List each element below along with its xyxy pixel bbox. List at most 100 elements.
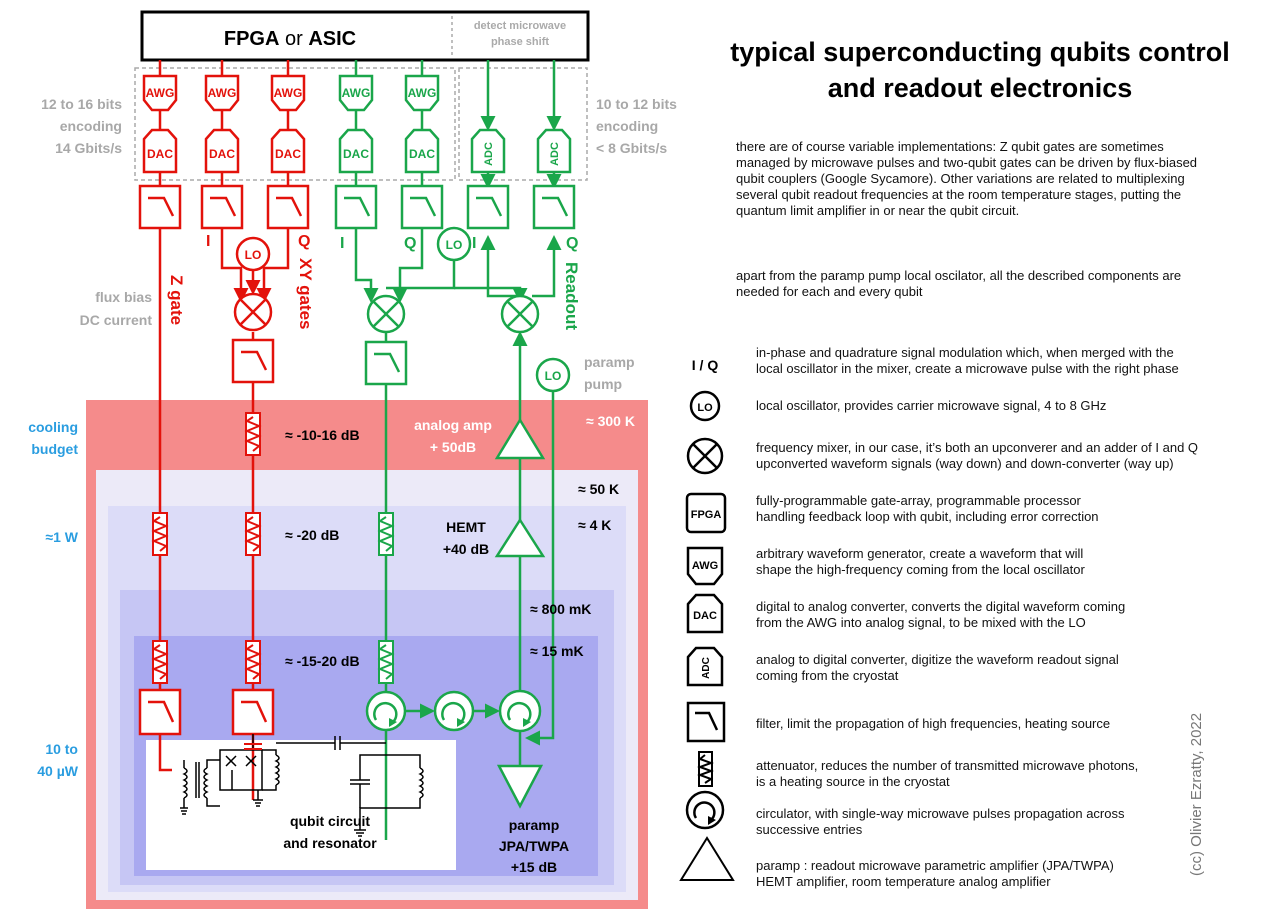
- qubit-circuit-area: [146, 740, 456, 870]
- awg-block-readout-i: AWG: [338, 74, 374, 112]
- phase-shift-note-2: phase shift: [491, 36, 549, 48]
- encoding-left-3: 14 Gbits/s: [55, 140, 122, 156]
- mixer-readout-up: [366, 294, 406, 334]
- local-oscillator-icon: LO: [689, 390, 721, 422]
- legend-dac-line-2: from the AWG into analog signal, to be m…: [756, 615, 1086, 630]
- encoding-left-1: 12 to 16 bits: [41, 96, 122, 112]
- mixer-control: [233, 292, 273, 332]
- svg-text:AWG: AWG: [342, 86, 371, 100]
- legend-filter-line-1: filter, limit the propagation of high fr…: [756, 716, 1111, 731]
- filter-adc-i: [466, 184, 510, 230]
- attenuator-xy-4k: [244, 512, 262, 556]
- legend-attenuator-line-2: is a heating source in the cryostat: [756, 774, 950, 789]
- legend-adc: analog to digital converter, digitize th…: [756, 652, 1276, 684]
- legend-mixer: frequency mixer, in our case, it’s both …: [756, 440, 1276, 472]
- cooling-budget-2: budget: [31, 441, 78, 457]
- amplifier-icon: [679, 836, 735, 881]
- legend-iq: in-phase and quadrature signal modulatio…: [756, 345, 1276, 377]
- label-i-control: I: [206, 233, 210, 250]
- attenuator-z-4k: [151, 512, 169, 556]
- legend-amplifier-line-1: paramp : readout microwave parametric am…: [756, 858, 1114, 873]
- svg-text:AWG: AWG: [146, 86, 175, 100]
- awg-block-q: AWG: [270, 74, 306, 112]
- attenuator-icon: [697, 751, 714, 787]
- temp-800mk: ≈ 800 mK: [530, 601, 591, 617]
- encoding-right-2: encoding: [596, 118, 658, 134]
- awg-icon: AWG: [686, 546, 724, 586]
- svg-text:LO: LO: [245, 248, 262, 262]
- attenuator-xy-15mk: [244, 640, 262, 684]
- svg-text:DAC: DAC: [275, 147, 301, 161]
- fpga-icon: FPGA: [685, 492, 727, 534]
- circulator-3: [498, 689, 542, 733]
- page-title: typical superconducting qubits control a…: [730, 37, 1230, 103]
- budget-uw-2: 40 µW: [37, 763, 79, 779]
- paramp-2: JPA/TWPA: [499, 838, 569, 854]
- paramp-3: +15 dB: [511, 859, 557, 875]
- iq-symbol-icon: I / Q: [692, 357, 719, 373]
- encoding-left-2: encoding: [60, 118, 122, 134]
- legend-circulator-line-1: circulator, with single-way microwave pu…: [756, 806, 1125, 821]
- legend-dac: digital to analog converter, converts th…: [756, 599, 1276, 631]
- svg-text:DAC: DAC: [209, 147, 235, 161]
- label-i-readout: I: [340, 235, 344, 252]
- attenuation-4k: ≈ -20 dB: [285, 527, 339, 543]
- fpga-label: FPGA: [224, 28, 280, 50]
- paramp-amp: [496, 764, 544, 809]
- flux-bias-2: DC current: [80, 312, 153, 328]
- legend-lo: local oscillator, provides carrier micro…: [756, 398, 1276, 414]
- readout-wiring: [354, 60, 562, 840]
- svg-text:FPGA: FPGA: [691, 509, 722, 521]
- svg-text:AWG: AWG: [692, 560, 718, 572]
- legend-fpga: fully-programmable gate-array, programma…: [756, 493, 1276, 525]
- phase-shift-note: detect microwave: [474, 20, 566, 32]
- hemt-1: HEMT: [446, 519, 486, 535]
- svg-text:ADC: ADC: [483, 142, 495, 166]
- svg-text:FPGA or ASIC: FPGA or ASIC: [224, 28, 356, 50]
- legend-iq-line-1: in-phase and quadrature signal modulatio…: [756, 345, 1174, 360]
- legend-fpga-line-1: fully-programmable gate-array, programma…: [756, 493, 1081, 508]
- lo-paramp-pump: LO: [535, 357, 571, 393]
- legend-awg-line-2: shape the high-frequency coming from the…: [756, 562, 1085, 577]
- analog-amp-2: + 50dB: [430, 439, 476, 455]
- lo-control: LO: [235, 236, 271, 272]
- svg-text:AWG: AWG: [274, 86, 303, 100]
- legend-circulator-line-2: successive entries: [756, 822, 863, 837]
- encoding-right-3: < 8 Gbits/s: [596, 140, 667, 156]
- analog-amp-1: analog amp: [414, 417, 492, 433]
- legend-adc-line-2: coming from the cryostat: [756, 668, 899, 683]
- filter-readout-i: [334, 184, 378, 230]
- cryostat-stages: [86, 400, 648, 909]
- legend-fpga-line-2: handling feedback loop with qubit, inclu…: [756, 509, 1099, 524]
- control-wiring: [158, 60, 290, 800]
- legend-filter: filter, limit the propagation of high fr…: [756, 716, 1276, 732]
- legend-awg: arbitrary waveform generator, create a w…: [756, 546, 1276, 578]
- intro-paragraph-1: there are of course variable implementat…: [736, 139, 1198, 218]
- legend-lo-line-1: local oscillator, provides carrier micro…: [756, 398, 1107, 413]
- attenuator-z-15mk: [151, 640, 169, 684]
- legend-amplifier-line-2: HEMT amplifier, room temperature analog …: [756, 874, 1051, 889]
- flux-bias-1: flux bias: [95, 289, 152, 305]
- budget-uw-1: 10 to: [45, 741, 78, 757]
- lo-readout: LO: [436, 226, 472, 262]
- legend-mixer-line-2: upconverted waveform signals (way down) …: [756, 456, 1174, 471]
- paramp-pump-1: paramp: [584, 354, 635, 370]
- circulator-1: [365, 690, 407, 732]
- filter-icon: [686, 701, 726, 743]
- svg-text:DAC: DAC: [147, 147, 173, 161]
- svg-text:DAC: DAC: [343, 147, 369, 161]
- dac-icon: DAC: [686, 593, 724, 634]
- legend-awg-line-1: arbitrary waveform generator, create a w…: [756, 546, 1084, 561]
- svg-text:ADC: ADC: [701, 657, 712, 679]
- filter-q: [266, 184, 310, 230]
- filter-z-cold: [138, 688, 182, 736]
- paramp-1: paramp: [509, 817, 560, 833]
- awg-block-z: AWG: [142, 74, 178, 112]
- attenuator-readout-4k: [377, 512, 395, 556]
- paramp-pump-2: pump: [584, 376, 622, 392]
- qubit-circuit: [180, 734, 424, 837]
- temp-4k: ≈ 4 K: [578, 517, 611, 533]
- legend-mixer-line-1: frequency mixer, in our case, it’s both …: [756, 440, 1199, 455]
- filter-readout-down: [364, 340, 408, 386]
